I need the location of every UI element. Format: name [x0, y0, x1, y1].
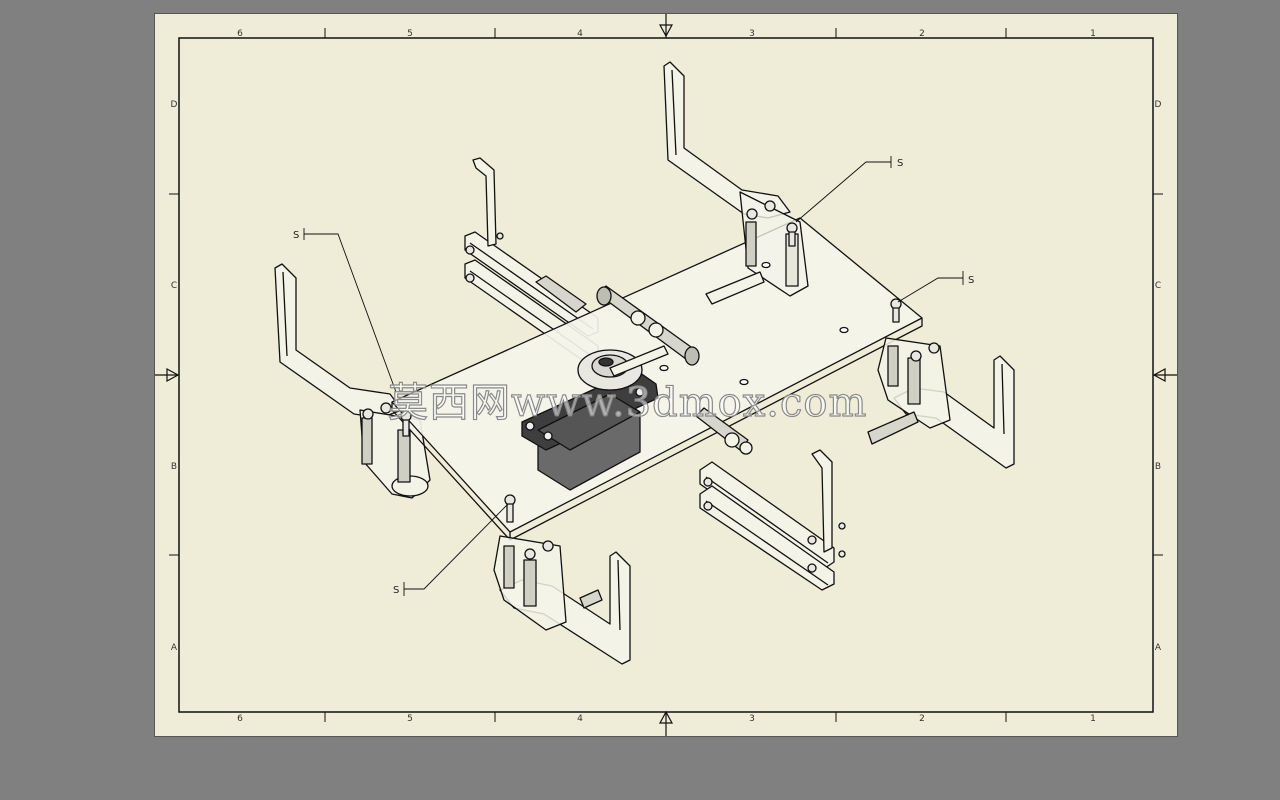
zone-col-label: 4	[577, 714, 583, 724]
zone-col-label: 1	[1090, 29, 1096, 39]
zone-col-label: 6	[237, 714, 243, 724]
bracket-post	[907, 357, 921, 405]
zone-col-label: 4	[577, 29, 583, 39]
arm-edge	[282, 271, 288, 357]
zone-col-label: 3	[749, 29, 755, 39]
callout-label: S	[293, 230, 299, 241]
zone-labels-left: D C B A	[171, 100, 178, 653]
zone-row-label: C	[171, 281, 177, 291]
arm-left	[274, 263, 403, 419]
callout-label: S	[393, 585, 399, 596]
clevis-pin	[705, 271, 765, 305]
zone-row-label: A	[1155, 643, 1162, 653]
screws	[362, 200, 940, 573]
watermark-text: 莫西网www.3dmox.com	[388, 380, 867, 426]
arm-top-right	[663, 61, 791, 219]
zone-row-label: D	[1155, 100, 1162, 110]
bracket-post	[361, 417, 373, 465]
zone-col-label: 3	[749, 714, 755, 724]
callout-label: S	[897, 158, 903, 169]
gripper-assembly	[274, 61, 1015, 665]
arm-edge	[1001, 363, 1005, 435]
bracket-post	[745, 221, 757, 267]
clevis-pin	[579, 589, 603, 609]
zone-col-label: 5	[407, 29, 413, 39]
zone-labels-top: 6 5 4 3 2 1	[237, 29, 1096, 39]
front-slide-rail	[699, 461, 835, 591]
zone-row-label: A	[171, 643, 178, 653]
zone-row-label: D	[171, 100, 178, 110]
servo-horn-link	[609, 345, 669, 377]
zone-col-label: 6	[237, 29, 243, 39]
zone-row-label: B	[171, 462, 177, 472]
push-rod-lower	[695, 407, 753, 455]
arm-edge	[671, 69, 677, 156]
bracket-post	[523, 559, 537, 607]
zone-col-label: 1	[1090, 714, 1096, 724]
front-finger-right	[811, 449, 833, 553]
zone-row-label: B	[1155, 462, 1161, 472]
zone-row-label: C	[1155, 281, 1161, 291]
rear-finger-left	[472, 157, 497, 247]
zone-col-label: 2	[919, 714, 925, 724]
pivot-pin	[535, 275, 587, 313]
zone-labels-right: D C B A	[1155, 100, 1162, 653]
servo-motor	[521, 349, 659, 491]
bracket-post	[503, 545, 515, 589]
zone-col-label: 5	[407, 714, 413, 724]
centering-marks	[155, 14, 1177, 736]
bracket-post	[887, 345, 899, 387]
plate-holes	[659, 261, 849, 386]
leader-lines	[303, 156, 964, 596]
arm-edge	[617, 559, 621, 631]
zone-col-label: 2	[919, 29, 925, 39]
push-rod-upper	[596, 285, 700, 366]
bracket-post	[397, 429, 411, 483]
zone-labels-bottom: 6 5 4 3 2 1	[237, 714, 1096, 724]
clevis-pin	[867, 411, 919, 445]
zone-ticks	[169, 28, 1163, 722]
callout-label: S	[968, 275, 974, 286]
